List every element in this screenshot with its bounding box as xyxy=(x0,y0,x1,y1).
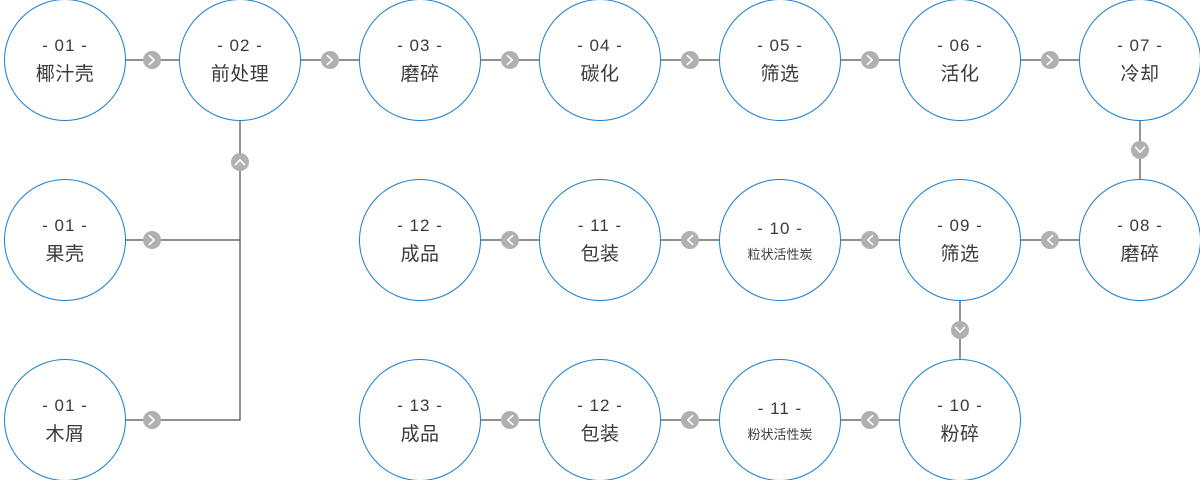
arrow-right-icon xyxy=(143,411,161,429)
node-step-number: - 01 - xyxy=(42,215,88,235)
node-step-number: - 11 - xyxy=(757,398,803,418)
process-node-n7[interactable]: - 07 - 冷却 xyxy=(1079,0,1200,121)
node-label: 活化 xyxy=(940,63,980,85)
process-node-n6[interactable]: - 06 - 活化 xyxy=(899,0,1021,121)
node-label: 粉碎 xyxy=(940,423,980,445)
node-label: 筛选 xyxy=(760,63,800,85)
process-node-n5[interactable]: - 05 - 筛选 xyxy=(719,0,841,121)
node-label: 碳化 xyxy=(580,63,620,85)
arrow-right-icon xyxy=(321,51,339,69)
node-label: 磨碎 xyxy=(400,63,440,85)
node-label: 前处理 xyxy=(210,63,270,85)
arrow-left-icon xyxy=(681,231,699,249)
node-step-number: - 01 - xyxy=(42,395,88,415)
process-node-n13[interactable]: - 08 - 磨碎 xyxy=(1079,179,1200,301)
node-label: 成品 xyxy=(400,423,440,445)
process-node-n2[interactable]: - 02 - 前处理 xyxy=(179,0,301,121)
arrow-left-icon xyxy=(681,411,699,429)
edge-sawdust-to-pretreat xyxy=(126,240,241,421)
node-step-number: - 10 - xyxy=(757,218,803,238)
node-label: 粉状活性炭 xyxy=(747,426,813,442)
node-step-number: - 12 - xyxy=(577,395,623,415)
node-step-number: - 12 - xyxy=(397,215,443,235)
arrow-right-icon xyxy=(143,51,161,69)
process-node-n4[interactable]: - 04 - 碳化 xyxy=(539,0,661,121)
node-label: 筛选 xyxy=(940,243,980,265)
node-label: 成品 xyxy=(400,243,440,265)
arrow-left-icon xyxy=(501,411,519,429)
node-step-number: - 13 - xyxy=(397,395,443,415)
process-node-n12[interactable]: - 09 - 筛选 xyxy=(899,179,1021,301)
arrow-up-icon xyxy=(231,153,249,171)
process-node-n17[interactable]: - 11 - 粉状活性炭 xyxy=(719,359,841,480)
process-node-n1[interactable]: - 01 - 椰汁壳 xyxy=(4,0,126,121)
node-step-number: - 11 - xyxy=(577,215,623,235)
node-label: 果壳 xyxy=(45,243,85,265)
process-node-n10[interactable]: - 11 - 包装 xyxy=(539,179,661,301)
arrow-right-icon xyxy=(143,231,161,249)
arrow-left-icon xyxy=(861,231,879,249)
node-step-number: - 05 - xyxy=(757,35,803,55)
process-node-n3[interactable]: - 03 - 磨碎 xyxy=(359,0,481,121)
node-step-number: - 03 - xyxy=(397,35,443,55)
node-label: 冷却 xyxy=(1120,63,1160,85)
node-step-number: - 09 - xyxy=(937,215,983,235)
node-step-number: - 10 - xyxy=(937,395,983,415)
process-node-n9[interactable]: - 12 - 成品 xyxy=(359,179,481,301)
arrow-right-icon xyxy=(501,51,519,69)
arrow-left-icon xyxy=(501,231,519,249)
node-step-number: - 04 - xyxy=(577,35,623,55)
arrow-left-icon xyxy=(1041,231,1059,249)
node-step-number: - 06 - xyxy=(937,35,983,55)
arrow-down-icon xyxy=(951,321,969,339)
process-node-n11[interactable]: - 10 - 粒状活性炭 xyxy=(719,179,841,301)
node-label: 包装 xyxy=(580,243,620,265)
process-node-n18[interactable]: - 10 - 粉碎 xyxy=(899,359,1021,480)
node-label: 椰汁壳 xyxy=(35,63,95,85)
node-step-number: - 08 - xyxy=(1117,215,1163,235)
node-label: 磨碎 xyxy=(1120,243,1160,265)
node-label: 包装 xyxy=(580,423,620,445)
arrow-down-icon xyxy=(1131,141,1149,159)
process-node-n8[interactable]: - 01 - 果壳 xyxy=(4,179,126,301)
process-node-n16[interactable]: - 12 - 包装 xyxy=(539,359,661,480)
arrow-right-icon xyxy=(681,51,699,69)
node-step-number: - 07 - xyxy=(1117,35,1163,55)
node-label: 木屑 xyxy=(45,423,85,445)
node-step-number: - 02 - xyxy=(217,35,263,55)
process-node-n14[interactable]: - 01 - 木屑 xyxy=(4,359,126,480)
arrow-left-icon xyxy=(861,411,879,429)
node-step-number: - 01 - xyxy=(42,35,88,55)
arrow-right-icon xyxy=(861,51,879,69)
process-node-n15[interactable]: - 13 - 成品 xyxy=(359,359,481,480)
arrow-right-icon xyxy=(1041,51,1059,69)
node-label: 粒状活性炭 xyxy=(747,246,813,262)
